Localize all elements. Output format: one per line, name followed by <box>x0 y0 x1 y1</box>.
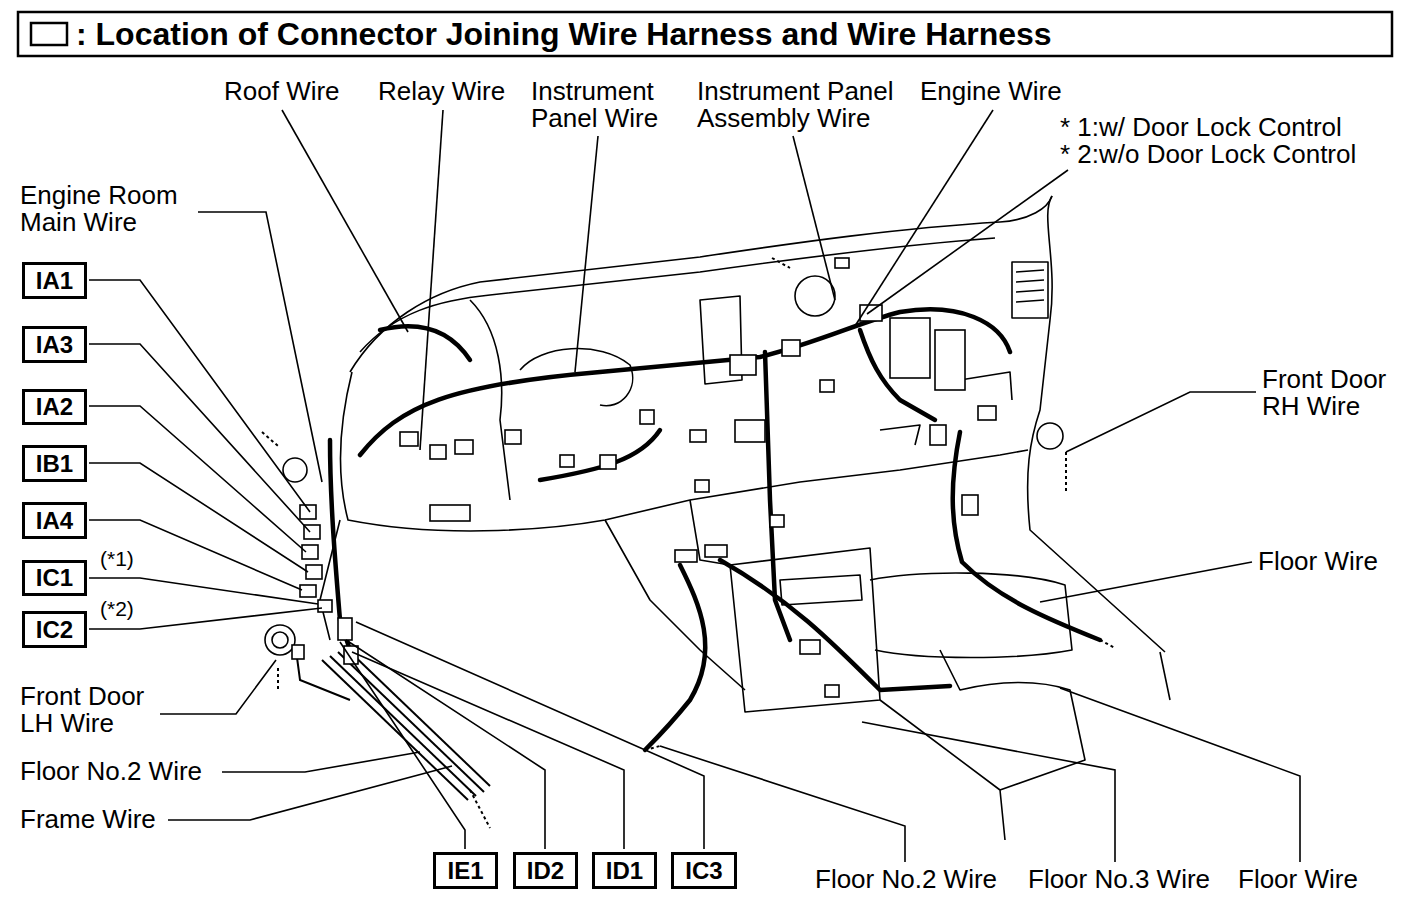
connector-code: IA1 <box>36 267 73 295</box>
wire-label: Engine Wire <box>920 78 1062 105</box>
note-label: * 1:w/ Door Lock Control <box>1060 114 1342 141</box>
connector-code-box: IA1 <box>22 262 87 299</box>
title-frame <box>18 12 1392 56</box>
connector-code: IC2 <box>36 616 73 644</box>
wire-label: Front Door RH Wire <box>1262 366 1402 420</box>
wire-label: Roof Wire <box>224 78 340 105</box>
connector-code: IE1 <box>447 857 483 885</box>
connector-code: IA4 <box>36 507 73 535</box>
wire-label: Instrument Panel Wire <box>531 78 681 132</box>
connector-code-box: IC3 <box>671 852 737 889</box>
wire-label: Floor Wire <box>1238 866 1358 893</box>
harness-connector <box>292 258 996 697</box>
dashboard-outline <box>265 196 1170 840</box>
connector-code: ID2 <box>527 857 564 885</box>
connector-code: IB1 <box>36 450 73 478</box>
wire-label: Floor No.3 Wire <box>1028 866 1210 893</box>
wire-label: Frame Wire <box>20 806 156 833</box>
connector-code-box: ID1 <box>592 852 657 889</box>
connector-code-box: IA3 <box>22 326 87 363</box>
connector-code-box: IC2 <box>22 611 87 648</box>
connector-code: IC1 <box>36 564 73 592</box>
connector-code: IA3 <box>36 331 73 359</box>
connector-code: ID1 <box>606 857 643 885</box>
note-label: (*2) <box>100 598 134 620</box>
wire-harness <box>330 309 1100 750</box>
connector-code: IA2 <box>36 393 73 421</box>
connector-code-box: ID2 <box>513 852 578 889</box>
wire-label: Relay Wire <box>378 78 505 105</box>
connector-code-box: IA4 <box>22 502 87 539</box>
note-label: (*1) <box>100 548 134 570</box>
connector-code-box: IE1 <box>433 852 498 889</box>
diagram-title: : Location of Connector Joining Wire Har… <box>76 16 1052 52</box>
wire-label: Floor No.2 Wire <box>815 866 997 893</box>
wire-end <box>262 258 1115 828</box>
wire-label: Floor Wire <box>1258 548 1378 575</box>
connector-code-box: IA2 <box>22 389 87 425</box>
wire-label: Floor No.2 Wire <box>20 758 202 785</box>
wire-label: Instrument Panel Assembly Wire <box>697 78 912 132</box>
leader-line <box>89 110 1300 862</box>
note-label: * 2:w/o Door Lock Control <box>1060 141 1356 168</box>
connector-code-box: IB1 <box>22 445 87 482</box>
wire-label: Engine Room Main Wire <box>20 182 210 236</box>
connector-code-box: IC1 <box>22 560 87 596</box>
connector-code: IC3 <box>685 857 722 885</box>
wire-label: Front Door LH Wire <box>20 683 170 737</box>
